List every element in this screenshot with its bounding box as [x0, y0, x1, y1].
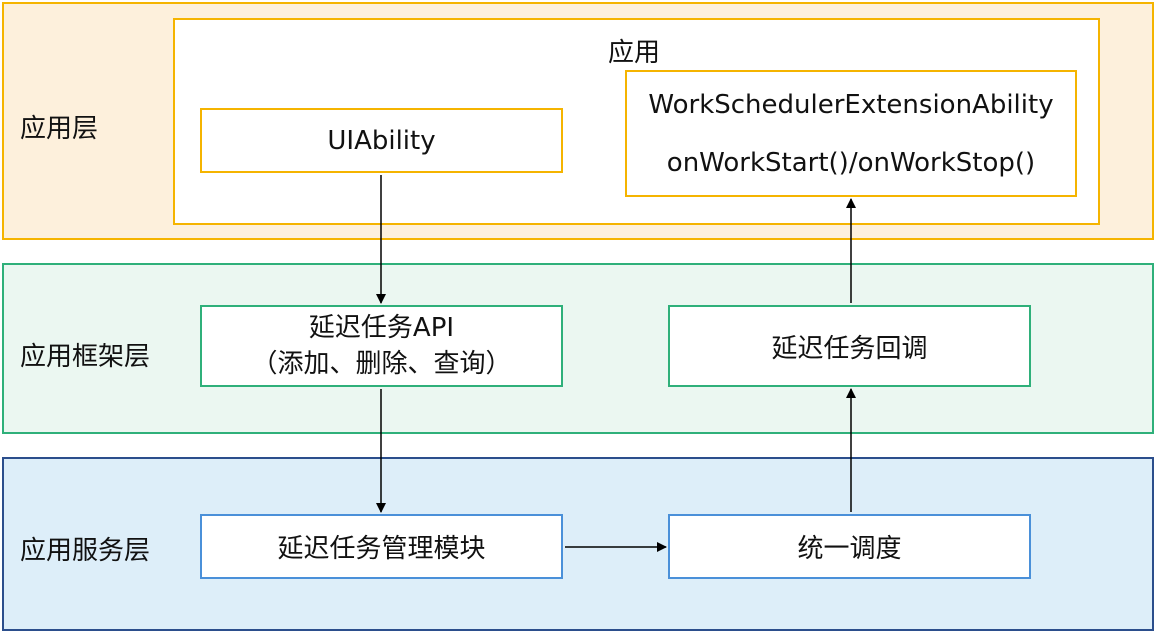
deferred-task-callback-box: 延迟任务回调 [668, 305, 1031, 387]
unified-scheduler-box: 统一调度 [668, 514, 1031, 579]
application-title: 应用 [608, 38, 661, 68]
deferred-task-manager-label: 延迟任务管理模块 [277, 534, 486, 564]
workscheduler-callbacks-label: onWorkStart()/onWorkStop() [666, 147, 1036, 178]
framework-layer-label: 应用框架层 [20, 342, 151, 372]
deferred-task-api-label: 延迟任务API [308, 313, 455, 343]
unified-scheduler-label: 统一调度 [797, 534, 902, 564]
deferred-task-api-box: 延迟任务API （添加、删除、查询） [200, 305, 563, 387]
deferred-task-api-operations: （添加、删除、查询） [251, 349, 512, 379]
deferred-task-callback-label: 延迟任务回调 [771, 333, 928, 364]
uiability-label: UIAbility [327, 125, 436, 156]
uiability-box: UIAbility [200, 108, 563, 173]
application-layer-label: 应用层 [20, 114, 99, 144]
workscheduler-extension-box: WorkSchedulerExtensionAbility onWorkStar… [625, 70, 1077, 197]
workscheduler-extension-label: WorkSchedulerExtensionAbility [648, 89, 1054, 120]
deferred-task-manager-box: 延迟任务管理模块 [200, 514, 563, 579]
service-layer-label: 应用服务层 [20, 536, 151, 566]
